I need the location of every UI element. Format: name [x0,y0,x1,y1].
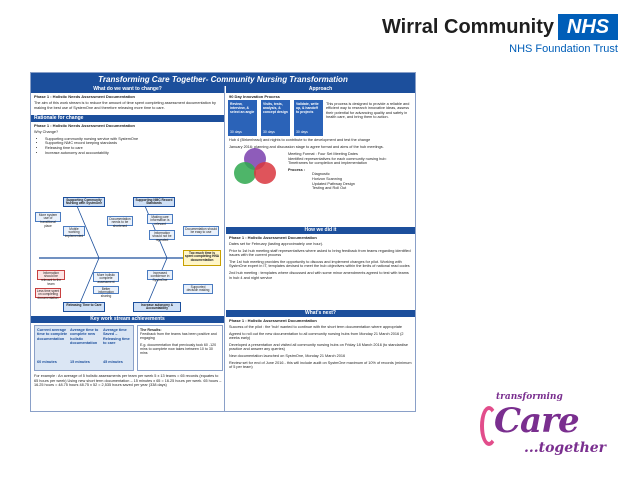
list-item: Increase autonomy and accountability [45,151,221,156]
step-box: Validate, write up, & handoff to project… [294,100,323,136]
fishbone-cause: Increased confidence in SystmOne [147,270,173,282]
venn-circle [254,162,276,184]
kws-table: Current average time to complete documen… [34,325,134,371]
phase1-text: The aim of this work stream is to reduce… [34,101,216,110]
meeting-reps: Identified representatives for each comm… [288,156,387,161]
innovation-steps: Review, interview, & select an angle 30 … [228,100,324,136]
process-item: Testing and Roll Out [312,186,347,191]
next-phase: Phase 1 : Holistic Assessment Documentat… [229,318,317,323]
how-text-1: Dates set for February (lasting approxim… [229,242,324,246]
results-title: The Results: [140,328,162,332]
rationale-phase: Phase 1 : Holistic Needs Assessment Docu… [34,123,135,129]
next-section: What's next? Phase 1 : Holistic Assessme… [226,310,415,371]
how-text-4: 2nd hub meeting : templates where discus… [229,270,409,280]
next-text-1: Success of the pilot : the 'hub' wanted … [229,325,403,329]
fishbone-head-4: Increase autonomy & Accountability [133,302,181,312]
list-item: Releasing time to care [45,146,221,151]
why-change: Why Change? [34,130,59,135]
innovation-title: 90 Day Innovation Process [229,94,280,99]
process-label: Process : [288,167,306,172]
fishbone-cause: More holistic complete assessment [93,272,119,284]
left-column: What do we want to change? Phase 1 : Hol… [31,86,225,411]
kws-val-3: 45 minutes [103,360,123,364]
hub-text: Hub 4 (Birkenhead) and nights to contrib… [229,138,371,142]
care-logo-big: Care [494,401,580,441]
kws-col-2: Average time to complete new holistic do… [70,328,99,346]
how-text-2: Prior to 1st hub meeting staff represent… [229,248,411,258]
poster-title: Transforming Care Together- Community Nu… [31,73,415,86]
rationale-list: Supporting community nursing service wit… [31,136,224,156]
fishbone-diagram: Supporting Community Nursing with SystmO… [33,196,223,314]
fishbone-cause: Information should be relevant to the te… [37,270,65,286]
meeting-format: Meeting Format : Four Set Meeting Dates [288,152,358,156]
fishbone-cause: More system use of transitional place [35,212,61,228]
step-text: Review, interview, & select an angle [230,102,255,114]
step-days: 30 days [296,130,308,134]
how-phase: Phase 1 : Holistic Assessment Documentat… [229,235,317,240]
fishbone-effect: Too much time is spent completing HNA do… [183,250,221,266]
next-text-5: Review set for end of June 2016 - this w… [229,360,412,370]
fishbone-head-3: Releasing Time to Care [63,302,105,312]
phase1-title: Phase 1 : Holistic Needs Assessment Docu… [34,94,135,99]
fishbone-head-1: Supporting Community Nursing with SystmO… [63,197,105,207]
trust-name: NHS Foundation Trust [509,43,618,55]
step-days: 30 days [263,130,275,134]
approach-header: Approach [226,86,415,93]
care-logo-together: ...together [524,440,607,456]
step-box: Visits, tests, analysis, & concept desig… [261,100,290,136]
swirl-icon [480,406,498,446]
fishbone-cause: Better information sharing [93,286,119,298]
step-box: Review, interview, & select an angle 30 … [228,100,257,136]
next-text-4: New documentation launched on SystmOne, … [229,353,346,358]
venn-diagram [230,148,280,188]
jan-text: January 2016: planning and discussion st… [229,145,384,149]
nhs-logo: NHS [558,14,618,40]
kws-col-1: Current average time to complete documen… [37,328,68,341]
fishbone-cause: Information should not be repeated [149,230,175,242]
rationale-header: Rationale for change [31,115,224,123]
venn-circle [234,162,256,184]
process-item: Horizon Scanning [312,176,342,181]
kws-section: Key work stream achievements Current ave… [31,316,224,387]
kws-header: Key work stream achievements [31,316,224,323]
results-text-1: Feedback from the teams has been positiv… [140,332,217,341]
org-name: Wirral Community [381,16,554,38]
results-text-2: E.g. documentation that previously took … [140,342,217,356]
process-text: This process is designed to provide a re… [326,102,410,120]
meeting-details: Meeting Format : Four Set Meeting Dates … [288,152,414,191]
fishbone-head-2: Supporting NMC Record Standards [133,197,175,207]
how-text-3: The 1st hub meeting provides the opportu… [229,259,410,269]
right-column: Approach 90 Day Innovation Process Revie… [226,86,415,411]
care-together-logo: transforming Care ...together [480,386,620,466]
meeting-timeframes: Timeframes for completion and implementa… [288,161,367,166]
fishbone-cause: Supported decision making [183,284,213,294]
fishbone-cause: Documentation needs to be shortened [107,216,133,228]
step-text: Validate, write up, & handoff to project… [296,102,319,114]
step-text: Visits, tests, analysis, & concept desig… [263,102,288,114]
change-header: What do we want to change? [31,86,224,93]
example-text: For example : An average of 5 holistic a… [34,374,222,388]
fishbone-cause: Mobile working implemented [63,226,85,239]
results-box: The Results: Feedback from the teams has… [137,325,223,371]
kws-col-3: Average time Saved – Releasing time to c… [103,328,130,346]
poster: Transforming Care Together- Community Nu… [30,72,416,412]
next-text-2: Agreed to roll out the new documentation… [229,331,404,341]
fishbone-cause: Documentation should be easy to use [183,226,219,236]
care-logo-small: transforming [496,392,563,402]
kws-val-2: 15 minutes [70,360,90,364]
next-text-3: Developed a presentation and visited all… [229,342,408,352]
step-days: 30 days [230,130,242,134]
process-item: Updated Pathway Design [312,181,355,186]
fishbone-cause: Making care information is relevant [147,214,173,226]
process-item: Diagnostic [312,172,330,177]
kws-val-1: 60 minutes [37,360,57,364]
how-header: How we did it [226,227,415,234]
list-item: Supporting community nursing service wit… [45,137,221,142]
fishbone-cause: Less time spent on completing documentat… [35,288,61,301]
next-header: What's next? [226,310,415,317]
list-item: Supporting NMC record keeping standards [45,141,221,146]
how-section: How we did it Phase 1 : Holistic Assessm… [226,227,415,281]
